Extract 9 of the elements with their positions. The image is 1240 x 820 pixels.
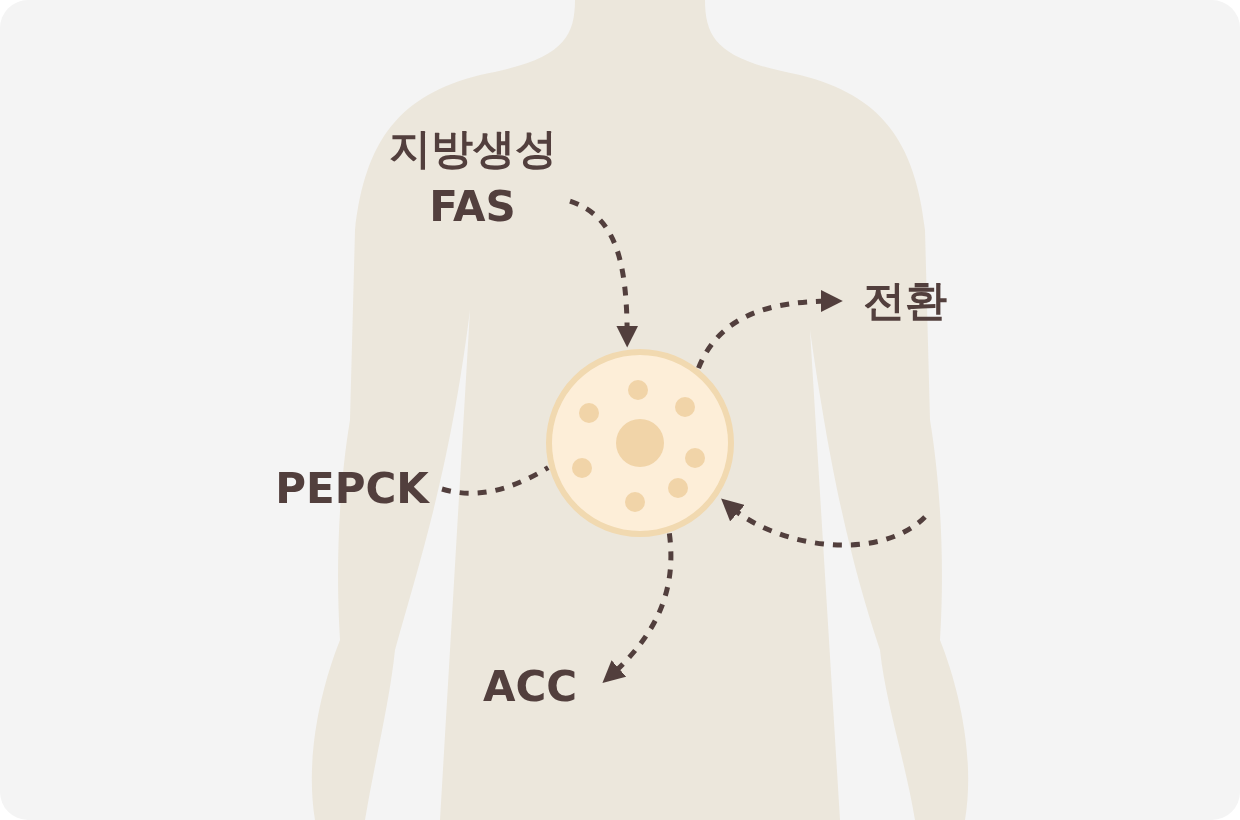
node-label: 전환 — [862, 275, 948, 327]
dashed-line — [441, 465, 550, 496]
dashed-arrow — [696, 290, 843, 370]
node-label: PEPCK — [274, 463, 431, 515]
dashed-arrow — [720, 498, 927, 548]
dashed-arrow — [602, 533, 674, 684]
dashed-arrow — [569, 198, 638, 348]
node-label: 지방생성 FAS — [387, 123, 558, 233]
node-label: ACC — [481, 661, 579, 713]
